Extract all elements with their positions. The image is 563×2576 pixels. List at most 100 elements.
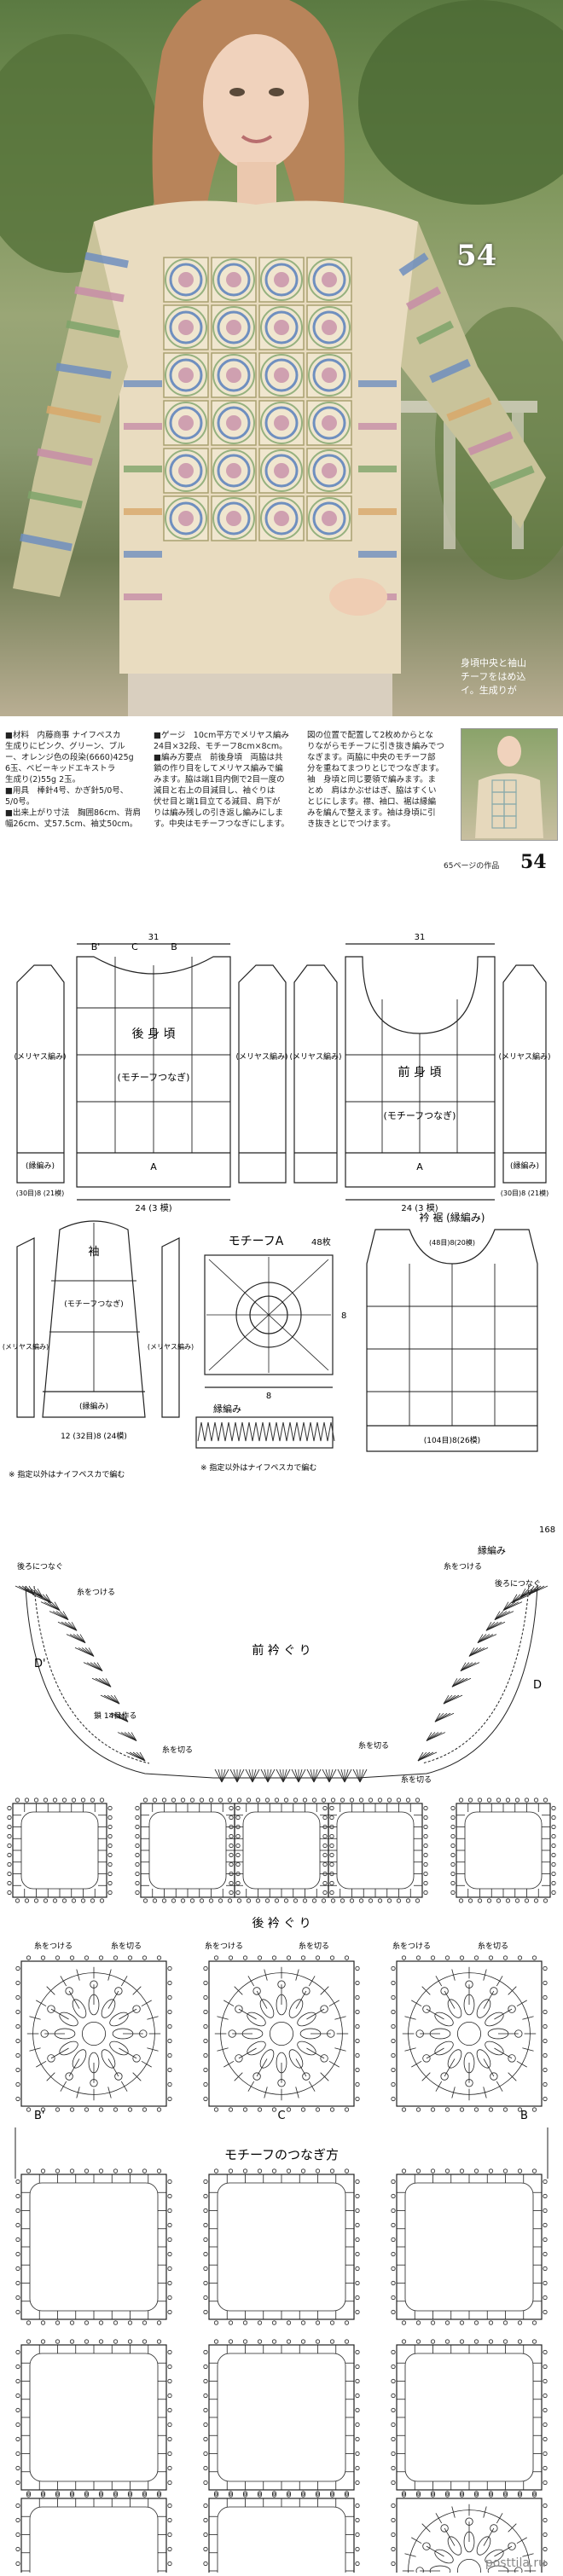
dim-front-width: 31 [415, 933, 426, 942]
edge-label: 縁編み [213, 1403, 241, 1415]
caption-line: 身頃中央と袖山 [461, 657, 526, 669]
back-chart-svg: 後 衿 ぐ り 糸をつける 糸を切る 糸をつける 糸を切る 糸をつける 糸を切る… [15, 1917, 548, 2122]
photo-motif [258, 257, 305, 303]
photo-motif [211, 448, 257, 494]
front-chart-motif [7, 1797, 113, 1903]
front-chart-d: D [533, 1679, 542, 1692]
photo-motif [306, 448, 352, 494]
photo-motif [211, 257, 257, 303]
dim-front-side: (30目)8 (21模) [501, 1189, 548, 1197]
front-chart-label-4: 糸をつける [444, 1561, 482, 1572]
motif-height: 8 [341, 1311, 346, 1321]
join-chart-motif [391, 2168, 548, 2325]
photo-caption: 身頃中央と袖山 チーフをはめ込 イ。生成りが [461, 657, 563, 698]
label-a-front: A [416, 1161, 423, 1172]
back-chart-label-5: 糸を切る [478, 1941, 508, 1951]
front-chart-label-3: 糸を切る [358, 1740, 389, 1751]
front-chart-left-note: 後ろにつなぐ [17, 1561, 63, 1572]
join-chart-motif [15, 2168, 172, 2325]
motif-joining-chart: モチーフのつなぎ方 posttila.ru [0, 2127, 563, 2576]
sleeve-bottom-dim: 12 (32目)8 (24模) [61, 1432, 127, 1441]
front-title: 前 身 頃 [398, 1065, 442, 1080]
front-neckline-chart: 前 衿 ぐ り 縁編み 後ろにつなぐ 後ろにつなぐ 糸をつける 糸を切る 鎖 1… [0, 1535, 563, 1910]
back-chart-c: C [277, 2110, 285, 2122]
schematic-drawings: 後 身 頃 (モチーフつなぎ) 前 身 頃 (モチーフつなぎ) (メリヤス編み)… [3, 933, 555, 1535]
back-chart-title: 後 衿 ぐ り [252, 1917, 311, 1931]
back-chart-b-prime: B' [34, 2110, 45, 2122]
photo-motif [258, 495, 305, 541]
photo-motif [163, 352, 209, 398]
dim-front-bottom: 24 (3 模) [401, 1203, 438, 1213]
photo-motif [258, 400, 305, 446]
photo-pattern-number: 54 [456, 239, 497, 273]
photo-motif [211, 352, 257, 398]
photo-motif [258, 304, 305, 350]
dim-back-width: 31 [148, 933, 160, 942]
back-title: 後 身 頃 [132, 1028, 176, 1041]
page-pattern-number: 54 [520, 851, 547, 873]
schematic-page-number: 168 [539, 1525, 555, 1535]
materials-column: ■材料 内藤商事 ナイフペスカ 生成りにピンク、グリーン、ブル ー、オレンジ色の… [5, 731, 142, 829]
back-chart-motif [15, 1955, 172, 2112]
front-chart-edge-label: 縁編み [478, 1544, 506, 1556]
reference-note: 65ページの作品 [444, 862, 500, 871]
join-chart-svg: モチーフのつなぎ方 posttila.ru [15, 2127, 548, 2576]
label-c: C [131, 941, 138, 952]
photo-motif [163, 400, 209, 446]
photo-motif [163, 448, 209, 494]
back-chart-label-4: 糸をつける [392, 1941, 431, 1951]
motif-width: 8 [266, 1392, 271, 1401]
sleeve-subtitle: (モチーフつなぎ) [64, 1299, 123, 1309]
front-chart-label-2: 鎖 14目作る [94, 1711, 136, 1721]
front-chart-right-note: 後ろにつなぐ [495, 1578, 541, 1589]
front-chart-svg: 前 衿 ぐ り 縁編み 後ろにつなぐ 後ろにつなぐ 糸をつける 糸を切る 鎖 1… [7, 1544, 556, 1903]
caption-line: イ。生成りが [461, 685, 517, 696]
back-chart-motif [203, 1955, 360, 2112]
back-chart-label-3: 糸を切る [299, 1941, 329, 1951]
front-chart-d-prime: D' [34, 1658, 46, 1670]
instructions-column: ■ゲージ 10cm平方でメリヤス編み 24目×32段、モチーフ8cm×8cm。 … [154, 731, 290, 829]
front-subtitle: (モチーフつなぎ) [384, 1109, 456, 1121]
photo-motif [306, 352, 352, 398]
join-chart-motif [391, 2339, 548, 2496]
back-chart-b: B [520, 2110, 528, 2122]
back-right-stockinette: (メリヤス編み) [235, 1051, 287, 1062]
front-chart-stitches [15, 1585, 548, 1783]
assembly-column: 図の位置で配置して2枚めからとな りながらモチーフに引き抜き編みでつ なぎます。… [307, 731, 444, 829]
photo-motif [306, 304, 352, 350]
photo-motif [258, 352, 305, 398]
join-chart-motif [15, 2492, 172, 2576]
join-chart-motif [203, 2492, 360, 2576]
back-subtitle: (モチーフつなぎ) [118, 1071, 190, 1083]
sleeve-left-stockinette: (メリヤス編み) [3, 1342, 49, 1351]
photo-motif [211, 304, 257, 350]
photo-motif [163, 257, 209, 303]
label-b-prime: B' [91, 941, 101, 952]
motif-title: モチーフA [229, 1235, 284, 1248]
collar-width: (48目)8(20模) [429, 1238, 475, 1247]
schematics-section: 後 身 頃 (モチーフつなぎ) 前 身 頃 (モチーフつなぎ) (メリヤス編み)… [0, 906, 563, 1537]
back-left-stockinette: (メリヤス編み) [14, 1051, 66, 1062]
photo-motif [211, 495, 257, 541]
photo-motif [306, 495, 352, 541]
dim-back-side: (30目)8 (21模) [16, 1189, 64, 1197]
sleeve-ribbing: (縁編み) [79, 1401, 108, 1411]
sleeve-right-stockinette: (メリヤス編み) [148, 1342, 194, 1351]
caption-line: チーフをはめ込 [461, 671, 526, 682]
join-chart-motif [203, 2339, 360, 2496]
sleeve-title: 袖 [88, 1246, 99, 1259]
thumbnail-photo [461, 728, 558, 841]
back-chart-label-0: 糸をつける [34, 1941, 73, 1951]
front-right-stockinette: (メリヤス編み) [498, 1051, 550, 1062]
photo-motif [306, 400, 352, 446]
join-chart-motif [391, 2492, 548, 2576]
join-chart-motif [15, 2339, 172, 2496]
front-chart-motif [229, 1797, 334, 1903]
hem-width: (104目)8(26模) [424, 1436, 480, 1445]
back-left-ribbing: (縁編み) [26, 1161, 55, 1171]
join-title-bg [171, 2145, 392, 2163]
front-chart-label-5: 糸を切る [401, 1774, 432, 1785]
collar-title: 衿 裾 (縁編み) [420, 1211, 485, 1224]
label-b: B [171, 941, 177, 952]
photo-illustration [0, 0, 563, 716]
